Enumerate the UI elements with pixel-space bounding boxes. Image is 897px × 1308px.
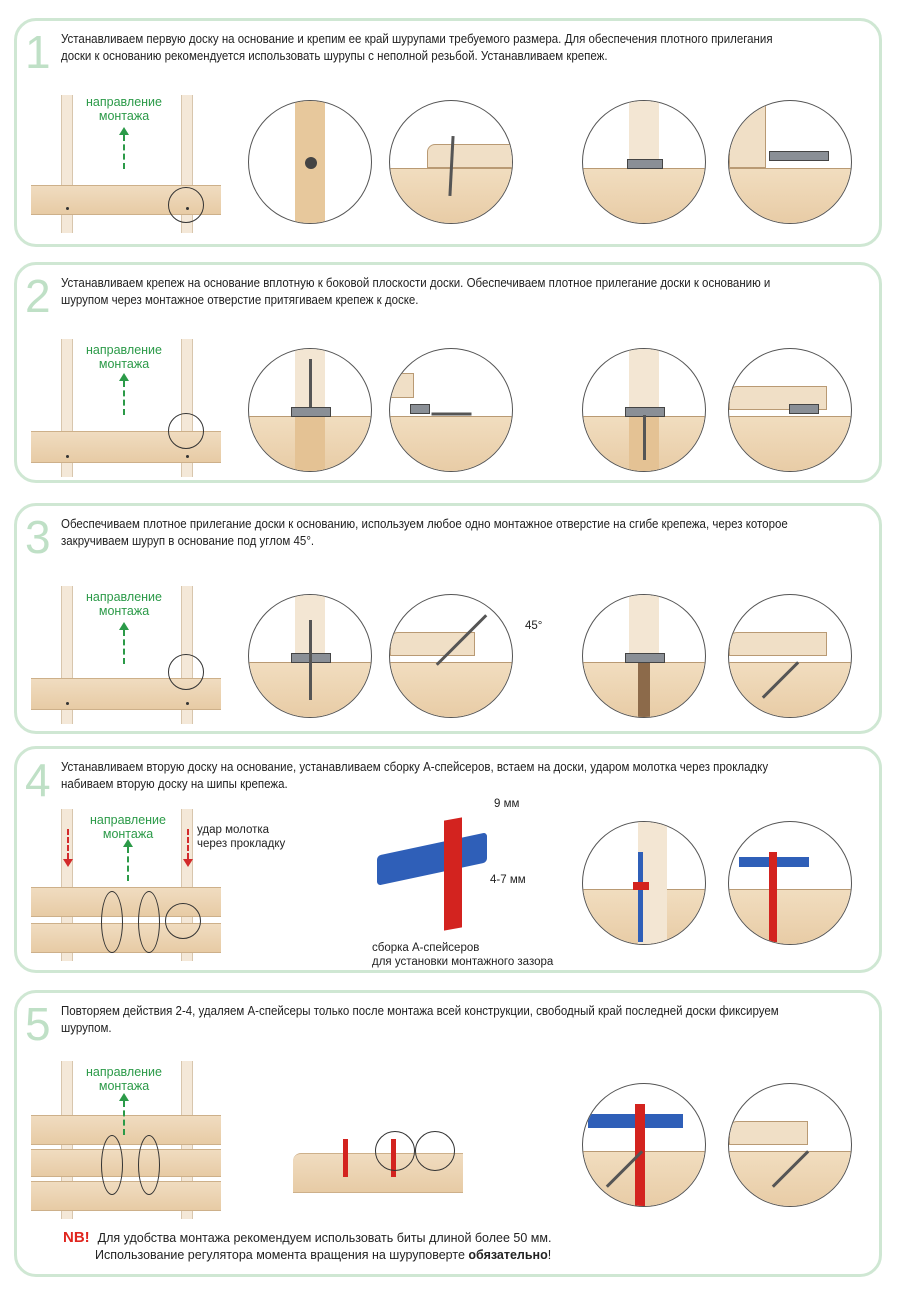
hammer-arrow-icon	[183, 829, 193, 867]
direction-label: направление	[86, 343, 162, 357]
detail-circle	[728, 1083, 852, 1207]
nb-mark: NB!	[63, 1229, 90, 1246]
step-text: Обеспечиваем плотное прилегание доски к …	[61, 517, 788, 548]
detail-circle	[248, 100, 372, 224]
detail-circle	[582, 1083, 706, 1207]
note-line-2-bold: обязательно	[468, 1248, 548, 1262]
section-diagram	[293, 1123, 473, 1193]
direction-arrow-icon	[119, 373, 129, 415]
dimension-9mm: 9 мм	[494, 798, 520, 810]
step-5-panel: 5 Повторяем действия 2-4, удаляем А-спей…	[14, 990, 882, 1277]
step-2-panel: 2 Устанавливаем крепеж на основание впло…	[14, 262, 882, 483]
direction-label-2: монтажа	[102, 827, 154, 841]
step-text: Повторяем действия 2-4, удаляем А-спейсе…	[61, 1004, 779, 1035]
step-number: 5	[25, 998, 51, 1050]
step-text: Устанавливаем первую доску на основание …	[61, 32, 773, 63]
direction-arrow-icon	[119, 127, 129, 169]
dimension-4-7mm: 4-7 мм	[490, 874, 526, 886]
direction-label: направление	[90, 813, 166, 827]
step-number: 2	[25, 270, 51, 322]
hammer-label-2: через прокладку	[197, 838, 286, 850]
direction-label-2: монтажа	[98, 1079, 150, 1093]
detail-circle	[728, 348, 852, 472]
step-text: Устанавливаем вторую доску на основание,…	[61, 760, 769, 791]
hammer-label: удар молотка	[197, 824, 270, 836]
detail-circle	[728, 100, 852, 224]
direction-label-2: монтажа	[98, 604, 150, 618]
step-number: 4	[25, 754, 51, 806]
spacer-caption-2: для установки монтажного зазора	[372, 956, 554, 968]
direction-label-2: монтажа	[98, 109, 150, 123]
direction-label: направление	[86, 95, 162, 109]
direction-arrow-icon	[123, 839, 133, 881]
detail-circle	[582, 594, 706, 718]
step-3-panel: 3 Обеспечиваем плотное прилегание доски …	[14, 503, 882, 734]
spacer-assembly	[372, 809, 532, 931]
step-number: 1	[25, 26, 51, 78]
note-line-2-prefix: Использование регулятора момента вращени…	[95, 1248, 469, 1262]
detail-circle	[582, 821, 706, 945]
direction-label: направление	[86, 1065, 162, 1079]
detail-circle	[582, 100, 706, 224]
detail-circle	[389, 100, 513, 224]
detail-circle	[389, 594, 513, 718]
detail-circle	[389, 348, 513, 472]
direction-label: направление	[86, 590, 162, 604]
direction-arrow-icon	[119, 622, 129, 664]
step-4-panel: 4 Устанавливаем вторую доску на основани…	[14, 746, 882, 973]
step-1-panel: 1 Устанавливаем первую доску на основани…	[14, 18, 882, 247]
step-number: 3	[25, 511, 51, 563]
detail-circle	[248, 348, 372, 472]
note-line-1: Для удобства монтажа рекомендуем использ…	[97, 1231, 552, 1245]
direction-label-2: монтажа	[98, 357, 150, 371]
hammer-arrow-icon	[63, 829, 73, 867]
angle-label: 45°	[525, 620, 543, 632]
note-line-2-suffix: !	[547, 1248, 552, 1262]
spacer-caption: сборка А-спейсеров	[372, 942, 480, 954]
note: NB! Для удобства монтажа рекомендуем испо…	[63, 1229, 551, 1264]
detail-circle	[248, 594, 372, 718]
step-text: Устанавливаем крепеж на основание вплотн…	[61, 276, 771, 307]
detail-circle	[582, 348, 706, 472]
detail-circle	[728, 821, 852, 945]
detail-circle	[728, 594, 852, 718]
direction-arrow-icon	[119, 1093, 129, 1135]
